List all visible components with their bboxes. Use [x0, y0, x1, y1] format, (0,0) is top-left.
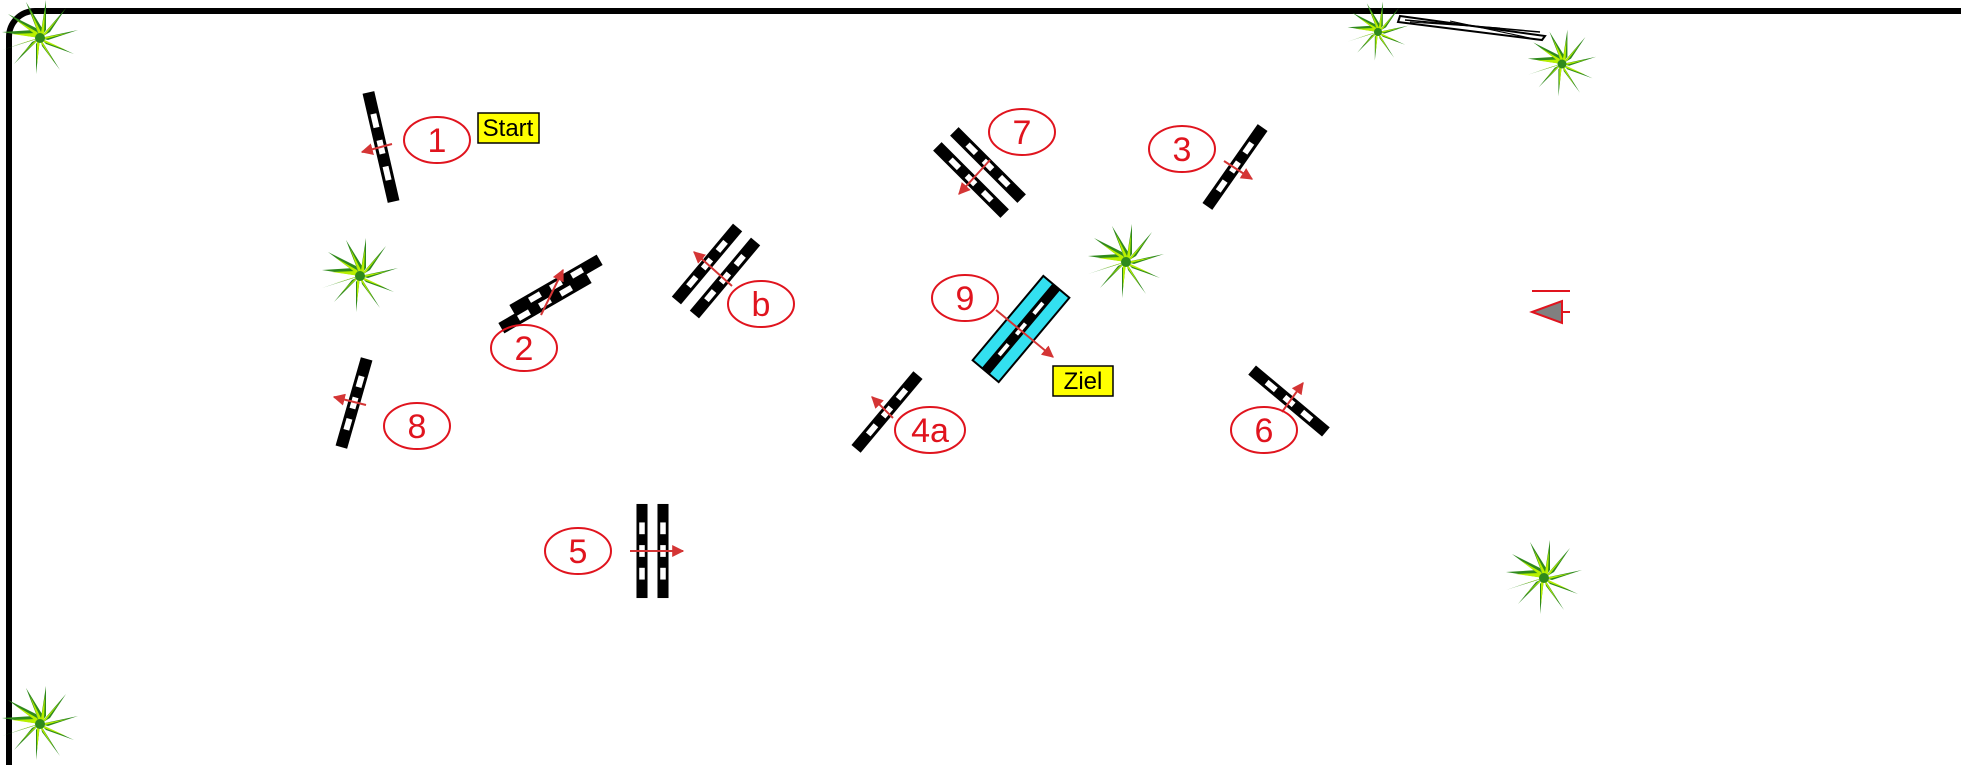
finish-label: Ziel [1052, 365, 1114, 397]
obstacle-3: 3 [1148, 124, 1268, 210]
obstacle-number: b [752, 286, 771, 324]
obstacle-1: 1 [360, 91, 471, 203]
obstacle-number: 7 [1013, 114, 1032, 152]
obstacle-number: 6 [1255, 412, 1274, 450]
plant-icon [1506, 540, 1582, 614]
plant-icon [1088, 224, 1164, 298]
obstacle-number: 9 [956, 280, 975, 318]
obstacle-7: 7 [933, 108, 1056, 218]
plant-icon [2, 686, 78, 760]
start-label: Start [477, 112, 540, 144]
obstacle-6: 6 [1230, 365, 1330, 454]
obstacle-number: 1 [428, 122, 447, 160]
obstacle-number: 2 [515, 330, 534, 368]
svg-text:Ziel: Ziel [1064, 368, 1103, 395]
wall-obstacle [1396, 14, 1547, 42]
obstacle-number: 3 [1173, 131, 1192, 169]
plant-icon [322, 238, 398, 312]
obstacle-9: 9 [931, 274, 1071, 384]
obstacle-b: b [671, 223, 795, 328]
svg-text:Start: Start [483, 115, 534, 142]
obstacle-number: 4a [911, 412, 949, 450]
obstacle-number: 5 [569, 533, 588, 571]
obstacle-4a: 4a [851, 371, 966, 454]
obstacle-2: 2 [490, 254, 603, 372]
arena-border [6, 8, 1961, 765]
obstacle-8: 8 [332, 357, 451, 450]
obstacle-5: 5 [544, 503, 685, 599]
entrance-arrow [1529, 290, 1570, 325]
obstacle-number: 8 [408, 408, 427, 446]
